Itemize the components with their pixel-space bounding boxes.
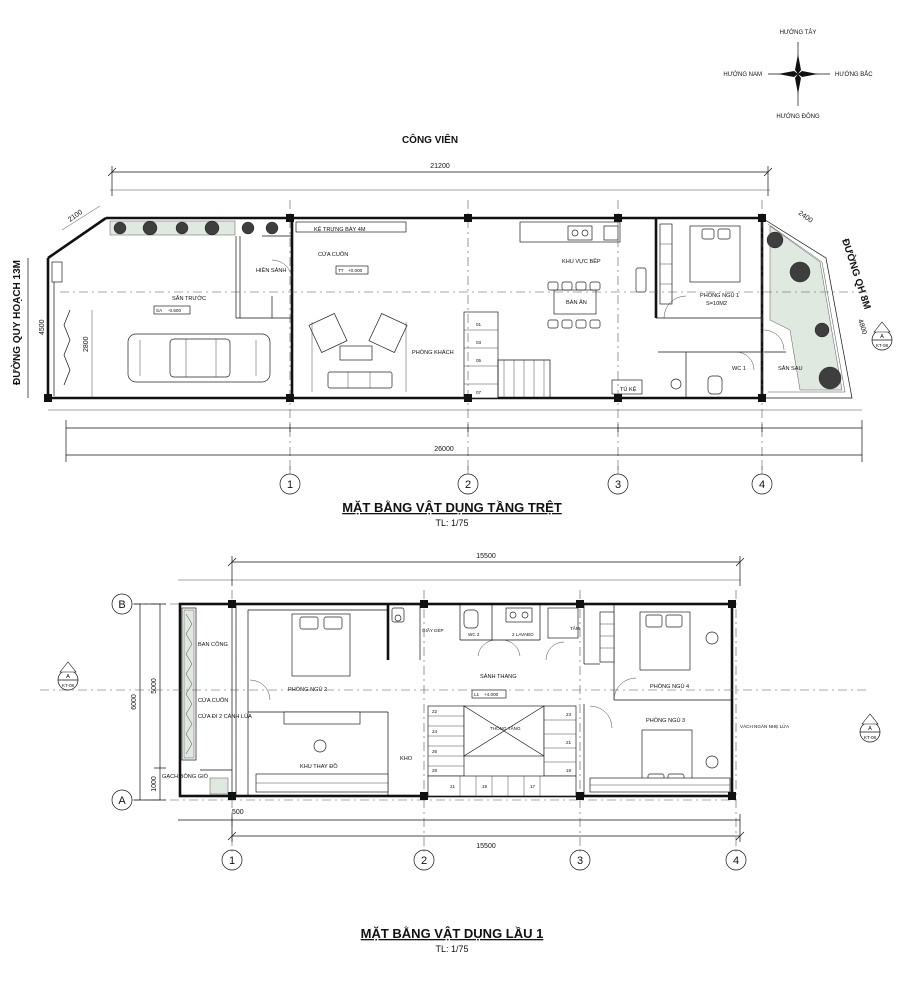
dim-right-a-ground: 2400: [797, 210, 814, 225]
stair-f-26: 26: [432, 749, 438, 754]
ground-floor-plan: CÔNG VIÊN 21200 2100 4500 2800 ĐƯỜNG QUY…: [10, 133, 893, 528]
stair-f-22: 22: [432, 709, 438, 714]
svg-text:A: A: [66, 674, 70, 680]
compass-bottom-label: HƯỚNG ĐÔNG: [776, 113, 820, 120]
level-code-floor1: L1: [474, 692, 480, 697]
dim-upper-floor1: 5000: [151, 678, 158, 694]
bedroom3-label: PHÒNG NGỦ 3: [646, 717, 685, 724]
dim-left-b-ground: 4500: [39, 319, 46, 335]
level-code-ground: TT: [338, 268, 344, 273]
dim-bottom-ground: 26000: [434, 446, 454, 453]
axis-f-3: 3: [577, 855, 583, 867]
axis-g-2: 2: [465, 479, 471, 491]
car-icon: [127, 333, 271, 383]
dressing-label: KHU THAY ĐỒ: [300, 763, 338, 770]
front-yard-label: SÂN TRƯỚC: [172, 295, 206, 302]
stair-r-19: 19: [566, 768, 572, 773]
backyard-label: SÂN SAU: [778, 365, 803, 372]
stair-f-24: 24: [432, 729, 438, 734]
park-label: CÔNG VIÊN: [402, 133, 458, 146]
vent-brick-label: GẠCH BÔNG GIÓ: [162, 773, 209, 780]
dim-small-floor1: 500: [232, 809, 244, 816]
stair-r-23: 23: [566, 712, 572, 717]
level-floor1: +4.000: [484, 692, 499, 697]
yard-code: SA: [156, 308, 163, 313]
compass-top-label: HƯỚNG TÂY: [780, 29, 817, 36]
grid-row-a: A: [118, 795, 126, 807]
stair-f-28: 28: [432, 768, 438, 773]
skylight-label: THÔNG TẦNG: [490, 725, 521, 731]
roller-door-floor1: CỬA CUỐN: [198, 697, 228, 704]
dim-top-floor1: 15500: [476, 553, 496, 560]
stair-r-21: 21: [566, 740, 572, 745]
dim-lower-floor1: 1000: [151, 776, 158, 792]
balcony-label: BAN CÔNG: [198, 641, 228, 648]
kitchen-label: KHU VỰC BẾP: [562, 258, 601, 265]
svg-text:KT-08: KT-08: [62, 683, 75, 688]
floor1-scale: TL: 1/75: [435, 944, 468, 954]
axis-f-1: 1: [229, 855, 235, 867]
axis-g-4: 4: [759, 479, 765, 491]
dim-right-b-ground: 4800: [856, 318, 868, 335]
axis-f-4: 4: [733, 855, 739, 867]
level-ground: +0.000: [348, 268, 363, 273]
axis-f-2: 2: [421, 855, 427, 867]
porch-label: HIÊN SẢNH: [256, 266, 286, 274]
wc2-label: WC 2: [468, 632, 480, 637]
svg-text:KT-08: KT-08: [864, 735, 877, 740]
stair-g-7: 07: [476, 390, 482, 395]
cabinet-label: TỦ KỆ: [620, 385, 637, 393]
svg-text:A: A: [880, 334, 884, 340]
living-room-label: PHÒNG KHÁCH: [412, 349, 454, 356]
stair-f-19: 19: [482, 784, 488, 789]
lavabo-label: 2 LAVABO: [512, 632, 534, 637]
partition-label: VÁCH NGĂN NHẸ LỬA: [740, 723, 790, 729]
svg-text:A: A: [868, 726, 872, 732]
wc1-label: WC 1: [732, 366, 746, 372]
axis-g-3: 3: [615, 479, 621, 491]
bedroom2-label: PHÒNG NGỦ 2: [288, 686, 327, 693]
yard-level: -0.500: [168, 308, 181, 313]
dim-top-ground: 21200: [430, 163, 450, 170]
compass: HƯỚNG TÂY HƯỚNG NAM HƯỚNG BẮC HƯỚNG ĐÔNG: [723, 29, 873, 120]
compass-left-label: HƯỚNG NAM: [723, 71, 762, 78]
stair-f-21: 21: [450, 784, 456, 789]
ground-scale: TL: 1/75: [435, 518, 468, 528]
stair-f-17: 17: [530, 784, 536, 789]
dim-total-floor1: 6000: [131, 694, 138, 710]
section-marker-left: A KT-08: [57, 661, 79, 691]
dim-bottom-floor1: 15500: [476, 843, 496, 850]
bath-label: TẮM: [570, 624, 580, 631]
road-left-label: ĐƯỜNG QUY HOẠCH 13M: [10, 260, 23, 385]
axis-g-1: 1: [287, 479, 293, 491]
stair-g-1: 01: [476, 322, 482, 327]
first-floor-plan: 15500 B A 6000 5000 1000: [40, 553, 881, 954]
roller-door-label: CỬA CUỐN: [318, 251, 348, 258]
sliding-door-label: CỬA ĐI 2 CÁNH LÙA: [198, 713, 252, 720]
road-right-label: ĐƯỜNG QH 8M: [839, 237, 874, 311]
shoes-label: GIẦY DÉP: [422, 627, 444, 633]
stair-g-5: 05: [476, 358, 482, 363]
section-marker-ground: A KT-08: [871, 321, 893, 351]
stair-g-3: 03: [476, 340, 482, 345]
section-marker-right: A KT-08: [859, 713, 881, 743]
compass-right-label: HƯỚNG BẮC: [835, 70, 873, 78]
grid-row-b: B: [118, 599, 125, 611]
bedroom4-label: PHÒNG NGỦ 4: [650, 683, 689, 690]
stair-hall-label: SẢNH THANG: [480, 673, 517, 680]
shelf-label: KỆ TRƯNG BÀY 4M: [314, 225, 366, 233]
svg-text:KT-08: KT-08: [876, 343, 889, 348]
storage-label: KHO: [400, 756, 413, 762]
dim-left-c-ground: 2800: [83, 336, 90, 352]
bedroom1-area: S=10M2: [706, 301, 727, 307]
ground-title: MẶT BẰNG VẬT DỤNG TẦNG TRỆT: [342, 500, 562, 515]
dining-label: BÀN ĂN: [566, 299, 587, 306]
floor1-title: MẶT BẰNG VẬT DỤNG LẦU 1: [361, 926, 544, 941]
bedroom1-label: PHÒNG NGỦ 1: [700, 292, 739, 299]
